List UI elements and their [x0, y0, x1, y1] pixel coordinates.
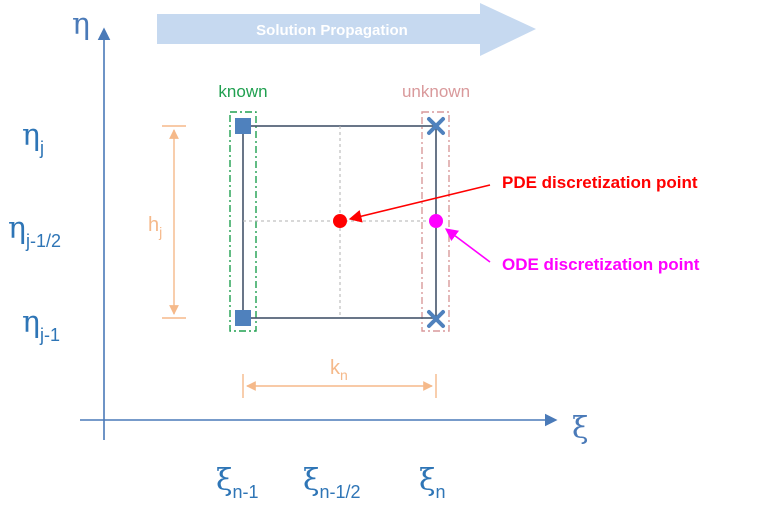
- unknown-label: unknown: [402, 82, 470, 101]
- known-label: known: [218, 82, 267, 101]
- ode-pointer-arrow: [444, 228, 491, 263]
- known-node-top: [235, 118, 251, 134]
- pde-point: [333, 214, 347, 228]
- xi-axis-label: ξ: [572, 411, 589, 446]
- unknown-node-bottom: [427, 310, 445, 328]
- eta-axis-label: η: [72, 7, 90, 42]
- pde-pointer-arrow: [348, 184, 491, 223]
- row-label-eta-j: ηj: [22, 118, 44, 158]
- unknown-column-box: [421, 111, 450, 332]
- pde-label: PDE discretization point: [502, 173, 698, 192]
- row-label-eta-j-half: ηj-1/2: [8, 211, 61, 251]
- col-label-xi-n-half: ξn-1/2: [303, 463, 361, 502]
- solution-propagation-arrow: Solution Propagation: [157, 3, 536, 56]
- k-dimension-label: kn: [330, 357, 348, 383]
- row-label-eta-j-1: ηj-1: [22, 305, 60, 345]
- col-label-xi-n-1: ξn-1: [216, 463, 259, 502]
- unknown-node-top: [427, 117, 445, 135]
- known-node-bottom: [235, 310, 251, 326]
- col-label-xi-n: ξn: [419, 463, 446, 502]
- h-dimension-label: hj: [148, 214, 162, 240]
- banner-label: Solution Propagation: [256, 22, 408, 39]
- ode-label: ODE discretization point: [502, 255, 700, 274]
- ode-point: [429, 214, 443, 228]
